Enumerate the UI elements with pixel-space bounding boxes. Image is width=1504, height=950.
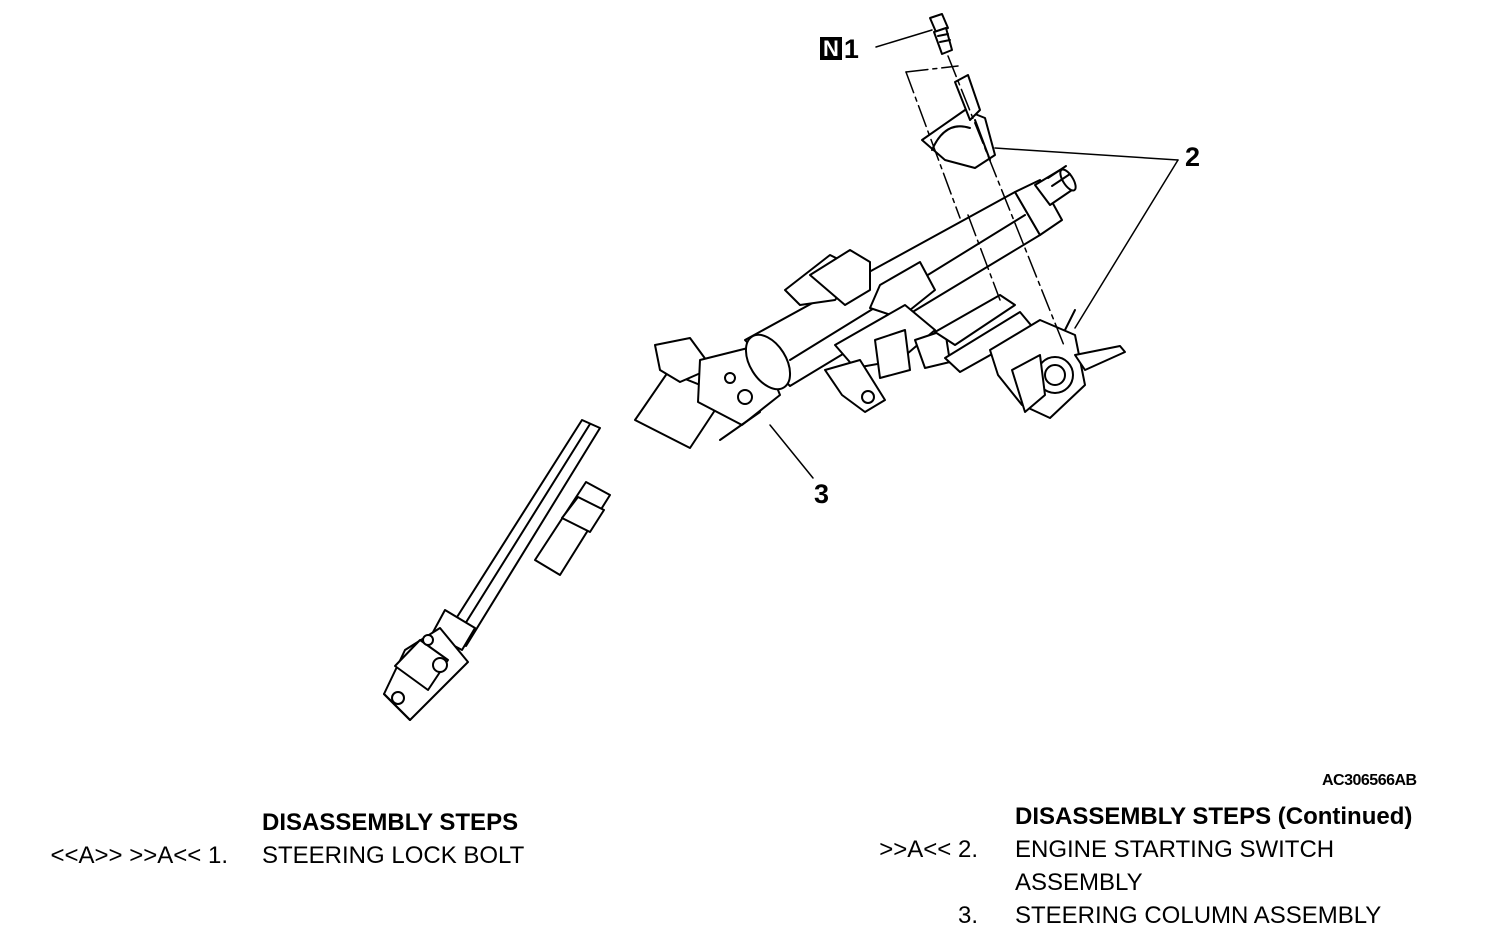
step-text: STEERING COLUMN ASSEMBLY bbox=[1015, 902, 1382, 929]
steps-heading: DISASSEMBLY STEPS bbox=[262, 809, 519, 836]
disassembly-steps-right: DISASSEMBLY STEPS (Continued) >>A<< 2. E… bbox=[840, 800, 1455, 932]
step-text: ENGINE STARTING SWITCH ASSEMBLY bbox=[1015, 836, 1335, 896]
universal-joint bbox=[383, 627, 469, 721]
step-ref: >>A<< 2. bbox=[879, 836, 978, 863]
step-row: >>A<< 2. ENGINE STARTING SWITCH ASSEMBLY bbox=[840, 833, 1455, 899]
figure-id: AC306566AB bbox=[1322, 772, 1417, 789]
assembly-centre-lines bbox=[905, 55, 1066, 349]
callout-part-1-number: 1 bbox=[843, 34, 859, 64]
steering-column-exploded-diagram bbox=[383, 13, 1179, 721]
callout-part-2: 2 bbox=[1185, 142, 1201, 172]
leader-lines bbox=[769, 29, 1179, 479]
callout-part-1-badge: N bbox=[820, 37, 842, 60]
step-text: STEERING LOCK BOLT bbox=[262, 842, 525, 869]
step-row: 3. STEERING COLUMN ASSEMBLY bbox=[840, 899, 1455, 932]
mid-brackets bbox=[784, 249, 951, 413]
upper-shaft-end bbox=[1034, 165, 1077, 206]
steering-lock-bracket bbox=[921, 74, 996, 169]
step-row: <<A>> >>A<< 1. STEERING LOCK BOLT bbox=[0, 839, 525, 872]
disassembly-steps-left: DISASSEMBLY STEPS <<A>> >>A<< 1. STEERIN… bbox=[0, 806, 525, 872]
steering-lock-bolt bbox=[929, 13, 953, 55]
steps-heading-continued: DISASSEMBLY STEPS (Continued) bbox=[1015, 803, 1413, 830]
step-ref: 3. bbox=[957, 902, 978, 929]
engine-starting-switch-assembly bbox=[989, 309, 1126, 419]
step-ref: <<A>> >>A<< 1. bbox=[50, 842, 229, 869]
callout-part-3: 3 bbox=[814, 479, 830, 509]
intermediate-shaft bbox=[431, 419, 611, 651]
